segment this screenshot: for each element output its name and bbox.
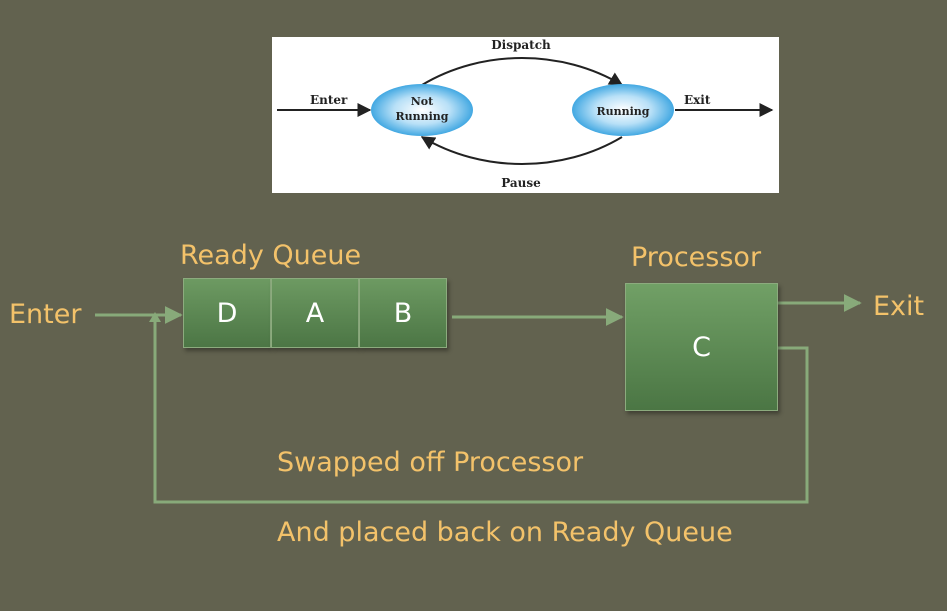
two-state-diagram: Enter Not Running Running Dispatch Pause… (272, 37, 779, 193)
feedback-loop-arrowhead (149, 312, 161, 322)
state-exit-label: Exit (684, 93, 711, 107)
not-running-label-line1: Not (411, 95, 434, 108)
queue-slot-a: A (271, 278, 359, 348)
placed-back-caption: And placed back on Ready Queue (277, 517, 733, 548)
not-running-label-line2: Running (395, 110, 448, 123)
exit-label: Exit (873, 291, 925, 322)
dispatch-arrow (421, 57, 624, 86)
enter-label: Enter (9, 299, 82, 330)
queue-slot-b: B (359, 278, 447, 348)
processor-title: Processor (631, 242, 762, 273)
feedback-loop-line (153, 318, 809, 504)
running-label: Running (596, 105, 649, 118)
queue-slot-d: D (183, 278, 271, 348)
pause-label: Pause (501, 176, 541, 190)
processor-box: C (625, 283, 778, 411)
state-enter-label: Enter (310, 93, 348, 107)
two-state-diagram-svg: Enter Not Running Running Dispatch Pause… (277, 38, 774, 190)
swapped-caption: Swapped off Processor (277, 447, 584, 478)
running-state (572, 84, 674, 136)
ready-queue-title: Ready Queue (180, 240, 362, 271)
pause-arrow (420, 136, 623, 165)
dispatch-label: Dispatch (491, 38, 551, 52)
not-running-state (371, 84, 473, 136)
